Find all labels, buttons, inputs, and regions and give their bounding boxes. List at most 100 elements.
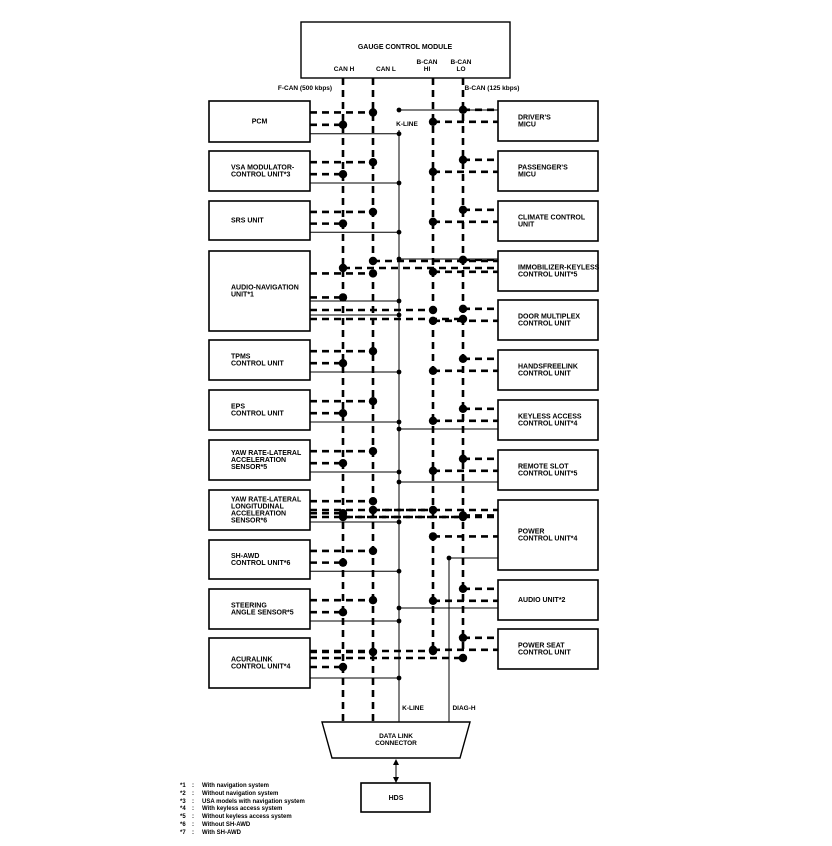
junction-dots xyxy=(338,105,468,681)
unit-boxes xyxy=(208,21,599,813)
can-l-label: CAN L xyxy=(376,66,396,73)
right-unit-label: POWER SEAT xyxy=(518,643,565,650)
bcan-hi-junction xyxy=(428,167,438,176)
legend-separator: : xyxy=(192,806,194,813)
legend-key: *6 xyxy=(180,821,186,828)
legend-row: *7:With SH-AWD xyxy=(180,830,305,838)
can-h-junction xyxy=(338,120,348,129)
k-line-junction xyxy=(396,675,402,681)
bcan-lo-label-line1: B-CAN xyxy=(451,59,472,66)
legend-text: USA models with navigation system xyxy=(202,798,305,805)
legend-separator: : xyxy=(192,798,194,805)
can-l-junction xyxy=(368,397,378,406)
right-unit-box xyxy=(497,628,599,670)
legend-key: *1 xyxy=(180,783,186,789)
can-h-junction xyxy=(338,409,348,418)
data-link-connector-shape xyxy=(321,721,471,759)
right-unit-label: PASSENGER'S xyxy=(518,165,568,172)
bcan-hi-label-line1: B-CAN xyxy=(417,59,438,66)
right-unit-box xyxy=(497,349,599,391)
left-unit-label: YAW RATE-LATERAL xyxy=(231,497,302,504)
bcan-hi-junction xyxy=(428,505,438,515)
left-unit-label: CONTROL UNIT*3 xyxy=(231,172,290,179)
right-unit-label: MICU xyxy=(518,172,536,179)
left-unit-label: SH-AWD xyxy=(231,553,259,560)
bcan-lo-junction xyxy=(458,404,468,413)
hds-label: HDS xyxy=(389,795,404,802)
left-unit-box xyxy=(208,339,311,381)
left-unit-label: VSA MODULATOR- xyxy=(231,165,295,172)
left-unit-box xyxy=(208,539,311,580)
left-unit-box xyxy=(208,389,311,431)
right-unit-label: IMMOBILIZER-KEYLESS xyxy=(518,265,600,272)
legend-text: Without SH-AWD xyxy=(202,821,251,828)
legend-row: *3:USA models with navigation system xyxy=(180,799,305,807)
left-unit-label: YAW RATE-LATERAL xyxy=(231,450,302,457)
bcan-hi-junction xyxy=(428,305,438,315)
bcan-lo-junction xyxy=(458,584,468,593)
right-unit-label: CONTROL UNIT xyxy=(518,321,571,328)
legend-separator: : xyxy=(192,829,194,836)
can-l-junction xyxy=(368,269,378,278)
left-unit-label: ACURALINK xyxy=(231,657,273,664)
can-l-junction xyxy=(368,505,378,515)
right-unit-label: CONTROL UNIT xyxy=(518,371,571,378)
k-line-junction xyxy=(396,180,402,186)
legend-separator: : xyxy=(192,821,194,828)
legend-text: With keyless access system xyxy=(202,806,283,813)
right-unit-box xyxy=(497,250,599,292)
left-unit-box xyxy=(208,150,311,192)
left-unit-label: CONTROL UNIT xyxy=(231,361,284,368)
left-unit-label: CONTROL UNIT*6 xyxy=(231,560,290,567)
right-unit-box xyxy=(497,399,599,441)
bcan-lo-junction xyxy=(458,205,468,214)
bcan-hi-junction xyxy=(428,645,438,654)
left-unit-label: ACCELERATION xyxy=(231,511,286,518)
left-unit-label: SENSOR*6 xyxy=(231,518,267,525)
right-unit-label: DOOR MULTIPLEX xyxy=(518,314,580,321)
legend-row: *2:Without navigation system xyxy=(180,791,305,799)
left-unit-label: ANGLE SENSOR*5 xyxy=(231,610,294,617)
gauge-control-module-title: GAUGE CONTROL MODULE xyxy=(358,44,453,51)
bcan-lo-junction xyxy=(458,633,468,642)
left-unit-box xyxy=(208,637,311,689)
left-unit-label: AUDIO-NAVIGATION xyxy=(231,285,299,292)
can-h-junction xyxy=(338,293,348,302)
right-unit-label: CONTROL UNIT xyxy=(518,650,571,657)
can-h-junction xyxy=(338,170,348,179)
diag-h-junction xyxy=(446,555,452,561)
right-unit-box xyxy=(497,200,599,242)
can-l-junction xyxy=(368,596,378,605)
right-unit-label: POWER xyxy=(518,529,544,536)
can-h-junction xyxy=(338,662,348,672)
bcan-lo-label-line2: LO xyxy=(456,66,465,73)
right-unit-label: UNIT xyxy=(518,222,535,229)
bcan-lo-junction xyxy=(458,314,468,324)
can-l-junction xyxy=(368,108,378,117)
can-h-junction xyxy=(338,263,348,273)
legend-separator: : xyxy=(192,783,194,789)
k-line-junction xyxy=(396,298,402,304)
k-line-junction xyxy=(396,229,402,235)
wires xyxy=(310,78,501,783)
left-unit-label: UNIT*1 xyxy=(231,292,254,299)
bcan-hi-label-line2: HI xyxy=(424,66,431,73)
can-h-junction xyxy=(338,219,348,228)
right-unit-label: REMOTE SLOT xyxy=(518,464,569,471)
bcan-hi-junction xyxy=(428,466,438,475)
left-unit-box xyxy=(208,439,311,481)
right-unit-label: MICU xyxy=(518,122,536,129)
right-unit-box xyxy=(497,150,599,192)
bcan-lo-junction xyxy=(458,304,468,313)
legend-text: With SH-AWD xyxy=(202,829,241,836)
gauge-control-module-box xyxy=(300,21,511,79)
can-h-label: CAN H xyxy=(334,66,355,73)
left-unit-label: LONGITUDINAL xyxy=(231,504,285,511)
can-h-junction xyxy=(338,359,348,368)
k-line-junction xyxy=(396,312,402,318)
k-line-junction xyxy=(396,107,402,113)
k-line-junction xyxy=(396,256,402,262)
can-l-junction xyxy=(368,647,378,657)
hds-box xyxy=(360,782,431,813)
